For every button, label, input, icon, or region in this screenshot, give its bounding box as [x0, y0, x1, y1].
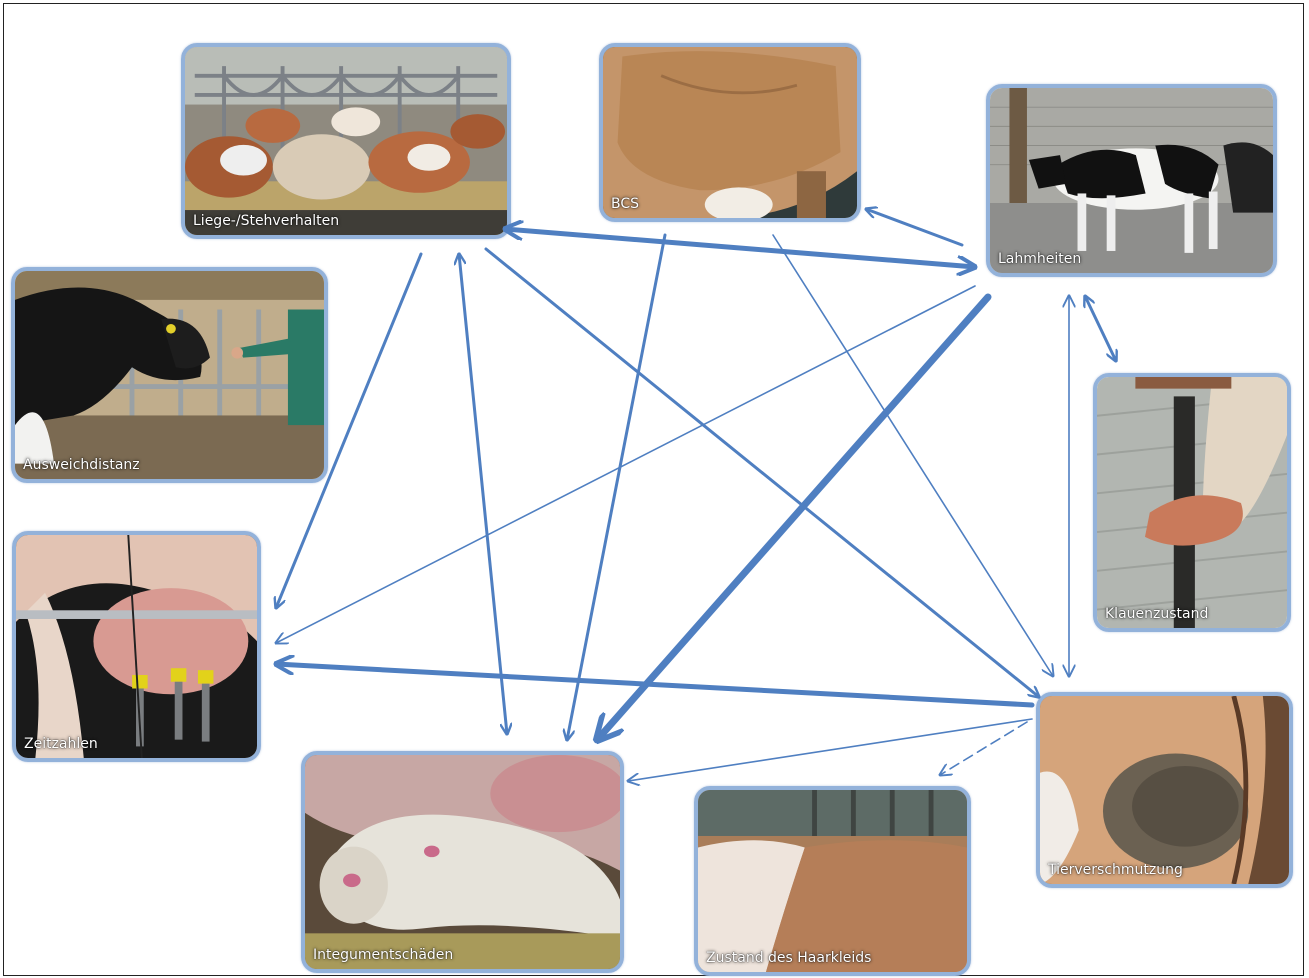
arrow-bcs-to-tier [773, 235, 1053, 676]
arrow-tier-to-haar [940, 722, 1027, 775]
arrow-tier-to-integ [628, 719, 1032, 781]
arrow-liege-to-tier [486, 249, 1039, 697]
arrow-liege-to-integ [459, 254, 507, 734]
arrow-lahm-to-integ [597, 297, 988, 740]
arrow-lahm-to-bcs [866, 209, 962, 245]
arrow-lahm-to-zitzen [276, 286, 975, 643]
arrow-lahm-to-liege [505, 229, 975, 267]
arrow-liege-to-zitzen [276, 254, 421, 608]
arrow-lahm-to-klauen [1085, 296, 1116, 361]
